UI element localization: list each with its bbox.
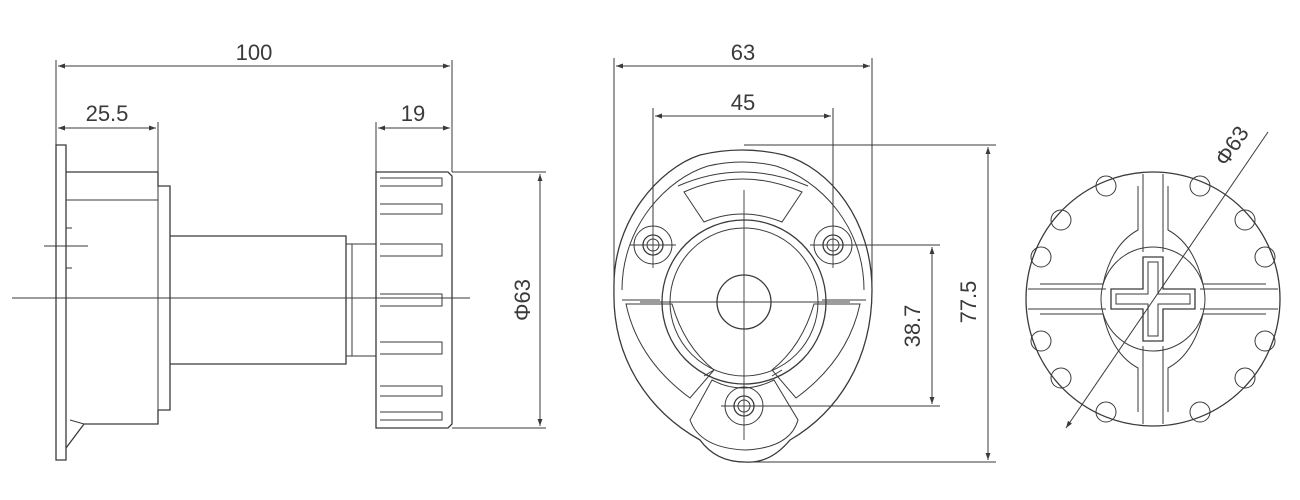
end-ribs bbox=[1028, 174, 1278, 424]
dim-front-hole-spacing: 45 bbox=[731, 90, 755, 115]
front-window-top bbox=[683, 178, 803, 223]
end-outer-circle bbox=[1025, 171, 1281, 427]
side-shaft bbox=[170, 235, 347, 365]
side-view: 100 25.5 19 Φ63 bbox=[12, 40, 546, 461]
dim-side-length: 100 bbox=[236, 40, 273, 65]
dim-side-flange: 25.5 bbox=[86, 101, 129, 126]
dim-side-knob-depth: 19 bbox=[401, 101, 425, 126]
side-knob-grooves bbox=[380, 177, 443, 421]
dim-side-diameter: Φ63 bbox=[510, 279, 535, 321]
front-view: 63 45 77.5 38.7 bbox=[613, 40, 996, 463]
side-flange-body bbox=[65, 171, 171, 449]
front-mounting-holes bbox=[633, 225, 853, 426]
side-flange-plate bbox=[55, 144, 67, 461]
dim-front-height: 77.5 bbox=[956, 281, 981, 324]
end-scallops bbox=[1030, 175, 1276, 423]
end-cross-slot bbox=[1110, 256, 1196, 342]
dim-front-width: 63 bbox=[731, 40, 755, 65]
side-knob bbox=[375, 171, 453, 429]
dim-front-center-hole: 38.7 bbox=[900, 305, 925, 348]
end-view: Φ63 bbox=[1025, 121, 1281, 429]
